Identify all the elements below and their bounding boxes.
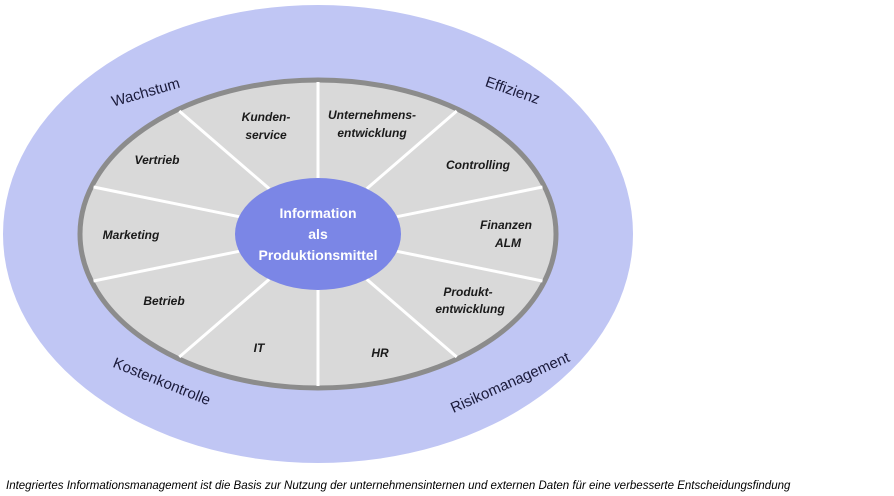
segment-divider	[365, 278, 458, 359]
segment-divider	[396, 185, 543, 219]
segment-finanzen: Finanzen	[480, 218, 532, 232]
segment-alm: ALM	[494, 236, 522, 250]
center-line-1: Information	[280, 205, 357, 221]
segment-dividers	[93, 82, 543, 386]
segment-divider	[93, 185, 240, 219]
segment-divider	[365, 109, 458, 190]
segment-it: IT	[254, 341, 266, 355]
center-line-2: als	[308, 226, 328, 242]
segment-produktentwicklung-line-1: Produkt-	[443, 285, 492, 299]
center-line-3: Produktionsmittel	[258, 247, 377, 263]
segment-hr: HR	[371, 346, 389, 360]
strategy-diagram: Information als Produktionsmittel Kunden…	[3, 5, 633, 463]
segment-controlling: Controlling	[446, 158, 511, 172]
segment-unternehmensentwicklung-line-2: entwicklung	[337, 126, 407, 140]
segment-kundenservice-line-1: Kunden-	[242, 110, 291, 124]
segment-divider	[178, 109, 271, 190]
segment-divider	[178, 278, 271, 359]
segment-produktentwicklung-line-2: entwicklung	[435, 302, 505, 316]
segment-unternehmensentwicklung-line-1: Unternehmens-	[328, 108, 416, 122]
center-ellipse	[235, 178, 401, 290]
segment-kundenservice-line-2: service	[245, 128, 287, 142]
segment-divider	[396, 249, 543, 283]
figure-caption: Integriertes Informationsmanagement ist …	[6, 480, 791, 492]
segment-betrieb: Betrieb	[143, 294, 184, 308]
segment-vertrieb: Vertrieb	[135, 153, 180, 167]
segment-divider	[93, 249, 240, 283]
segment-marketing: Marketing	[103, 228, 160, 242]
